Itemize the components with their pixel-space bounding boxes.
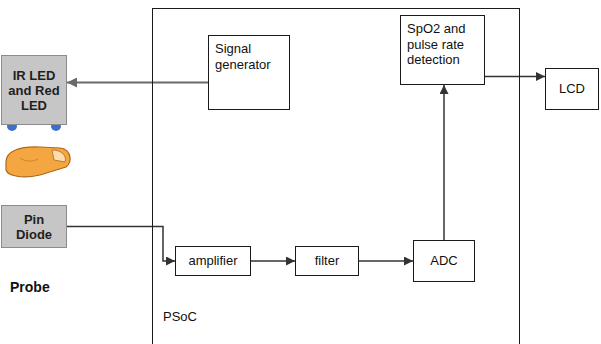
process-box: amplifier [175,246,251,276]
signal-arrow [67,82,208,84]
signal-arrow [251,260,295,262]
output-box: LCD [545,68,599,110]
node-text: amplifier [182,253,244,269]
signal-arrow [359,260,413,262]
finger-nail [52,150,65,162]
process-box: ADC [413,240,475,282]
node-text: Pin Diode [5,212,63,242]
finger-illustration [6,147,70,177]
finger-crease [20,158,38,161]
node-text: LCD [552,81,592,97]
group-title: PSoC [163,309,197,324]
process-box: filter [295,246,359,276]
signal-arrow [485,76,545,78]
probe-label: Probe [10,279,50,295]
sensor-box: Pin Diode [1,205,67,248]
signal-arrow [443,85,445,240]
node-text: ADC [420,253,468,269]
led-box: IR LED and Red LED [1,55,67,125]
process-box: Signal generator [208,35,290,110]
node-text: SpO2 and pulse rate detection [407,21,478,68]
process-box: SpO2 and pulse rate detection [400,15,485,85]
signal-arrow [67,227,175,262]
node-text: filter [302,253,352,269]
node-text: Signal generator [215,41,283,72]
psoc-boundary: PSoC Signal generator SpO2 and pulse rate … [152,8,520,344]
node-text: IR LED and Red LED [5,68,63,113]
